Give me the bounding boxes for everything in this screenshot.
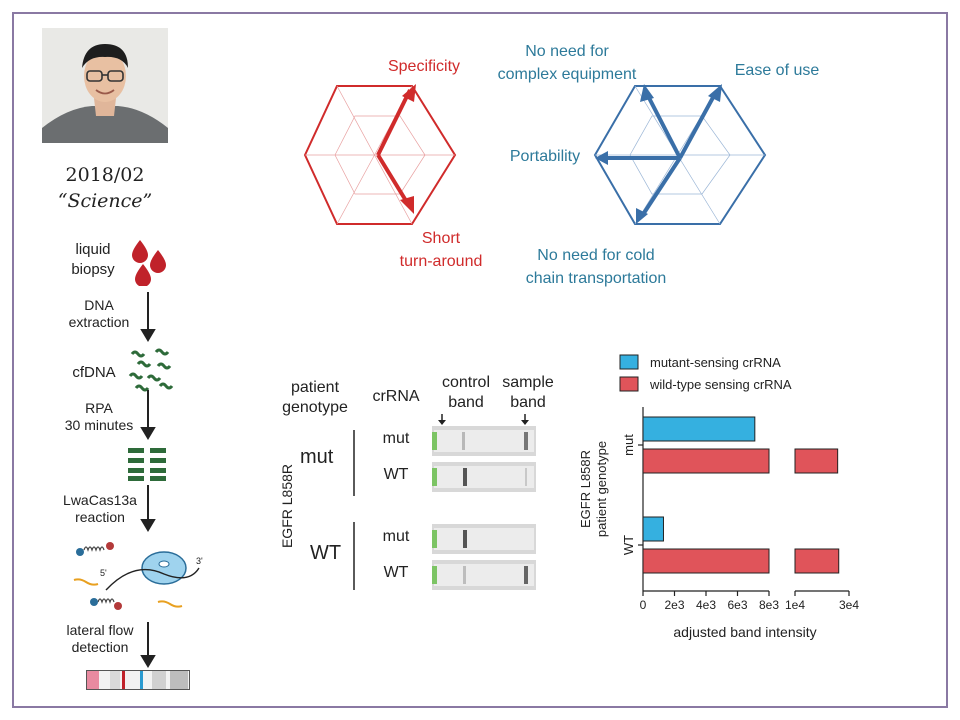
radar-left: [303, 84, 457, 225]
crrna-row-4: WT: [383, 564, 409, 581]
label-specificity: Specificity: [387, 58, 461, 75]
slide-frame: [12, 12, 948, 708]
legend-swatch-0: [619, 354, 639, 370]
label-no-complex-equipment: No need for complex equipment: [497, 43, 637, 83]
genotype-wt: WT: [310, 542, 342, 564]
x-tick-label-2: 4e3: [696, 598, 716, 612]
strip-1: [432, 426, 536, 456]
header-patient-genotype: patient genotype: [282, 379, 348, 416]
x-tick-label-1: 2e3: [664, 598, 684, 612]
amplified-dna-icon: [126, 445, 170, 483]
y-tick-label-wt: WT: [621, 535, 636, 555]
legend-swatch-1: [619, 376, 639, 392]
step-lwacas13a: LwaCas13a reaction: [63, 492, 137, 525]
genotype-mut: mut: [300, 446, 334, 468]
x-tick-label-3: 6e3: [727, 598, 747, 612]
blood-drops-icon: [128, 238, 168, 287]
lateral-flow-strip: [86, 670, 190, 690]
radar-charts: [303, 84, 767, 225]
publication-date: 2018/02: [65, 164, 145, 186]
legend-label-1: wild-type sensing crRNA: [649, 377, 792, 392]
label-short-turnaround: Short turn-around: [399, 230, 483, 270]
y-axis-label-line1: EGFR L858R: [578, 450, 593, 528]
y-tick-label-mut: mut: [621, 434, 636, 456]
crrna-row-3: mut: [382, 528, 410, 545]
bar-mut-1-part2: [794, 448, 839, 474]
crrna-row-1: mut: [382, 430, 410, 447]
workflow-arrows: [140, 292, 156, 668]
dna-fragments-icon: [128, 346, 176, 394]
x-tick-label-0: 0: [640, 598, 647, 612]
bar-wt-0: [642, 516, 664, 542]
step-lateral-flow: lateral flow detection: [66, 622, 134, 655]
header-crrna: crRNA: [372, 388, 420, 405]
x-tick-label-4: 8e3: [759, 598, 779, 612]
strip-2: [432, 462, 536, 492]
portrait-photo: [42, 28, 168, 143]
label-no-cold-chain: No need for cold chain transportation: [525, 247, 667, 287]
radar-right: [593, 84, 767, 225]
step-dna-extraction: DNA extraction: [68, 297, 130, 330]
bar-mut-1-part1: [642, 448, 770, 474]
crrna-row-2: WT: [383, 466, 409, 483]
legend-label-0: mutant-sensing crRNA: [650, 355, 781, 370]
bar-wt-1-part1: [642, 548, 770, 574]
three-prime-label: 3': [196, 556, 203, 566]
x-tick-label-6: 3e4: [839, 598, 859, 612]
bar-chart: mutant-sensing crRNA wild-type sensing cr…: [578, 354, 859, 640]
label-portability: Portability: [509, 148, 581, 165]
strip-3: [432, 524, 536, 554]
header-control-band: control band: [441, 374, 491, 411]
five-prime-label: 5': [100, 568, 107, 578]
journal-name: “Science”: [57, 190, 153, 212]
step-liquid-biopsy: liquid biopsy: [71, 241, 115, 278]
step-rpa: RPA 30 minutes: [64, 400, 134, 433]
gene-label: EGFR L858R: [279, 463, 295, 549]
x-tick-label-5: 1e4: [785, 598, 805, 612]
lateral-flow-results: [353, 414, 536, 590]
x-axis-label: adjusted band intensity: [673, 624, 816, 640]
bar-mut-0: [642, 416, 756, 442]
step-cfdna: cfDNA: [72, 364, 116, 381]
label-ease-of-use: Ease of use: [734, 62, 820, 79]
cas13a-reaction-illustration: 5' 3': [64, 530, 214, 612]
header-sample-band: sample band: [502, 374, 554, 411]
y-axis-label-line2: patient genotype: [594, 441, 609, 537]
bar-wt-1-part2: [794, 548, 840, 574]
strip-4: [432, 560, 536, 590]
